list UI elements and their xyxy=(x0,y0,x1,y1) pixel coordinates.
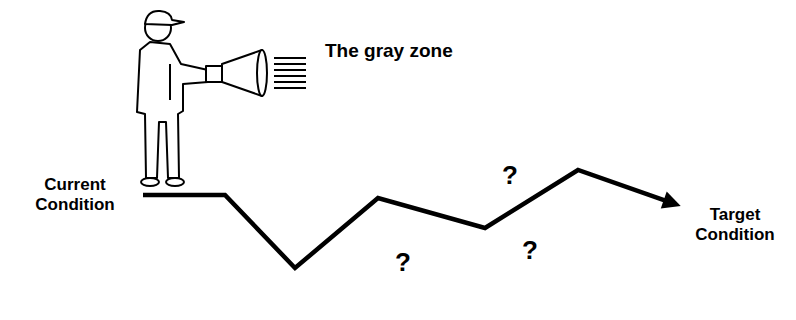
arrow-head xyxy=(661,192,681,209)
figure-cap xyxy=(145,11,184,25)
condition-label: Target Condition xyxy=(688,205,782,246)
figure-foot xyxy=(166,178,184,186)
megaphone-mouth xyxy=(257,50,267,96)
sound-line xyxy=(274,87,306,89)
circle-outline xyxy=(679,169,791,281)
condition-circle: Target Condition xyxy=(678,168,793,283)
question-mark: ? xyxy=(502,160,518,191)
sound-line xyxy=(274,69,306,71)
sound-line xyxy=(274,81,306,83)
figure-body xyxy=(137,42,208,178)
region-title: The gray zone xyxy=(325,40,453,63)
condition-circle: Current Condition xyxy=(7,127,143,263)
question-mark: ? xyxy=(395,247,411,278)
figure-arm-line xyxy=(169,64,171,100)
condition-label: Current Condition xyxy=(19,175,131,216)
circle-text-holder: Target Condition xyxy=(678,168,793,283)
gray-zone-region: The gray zone??? xyxy=(230,18,650,312)
path-connector xyxy=(143,170,681,268)
figure-foot xyxy=(141,178,159,186)
region-outline xyxy=(232,20,649,311)
circle-text-holder: Current Condition xyxy=(7,127,143,263)
sound-line xyxy=(274,57,306,59)
node-outline xyxy=(230,18,650,312)
question-mark: ? xyxy=(522,235,538,266)
sound-lines xyxy=(274,58,306,88)
sound-line xyxy=(274,75,306,77)
megaphone-handle xyxy=(206,66,222,82)
sound-line xyxy=(274,63,306,65)
coach-figure xyxy=(137,11,267,186)
circle-outline xyxy=(9,129,142,262)
